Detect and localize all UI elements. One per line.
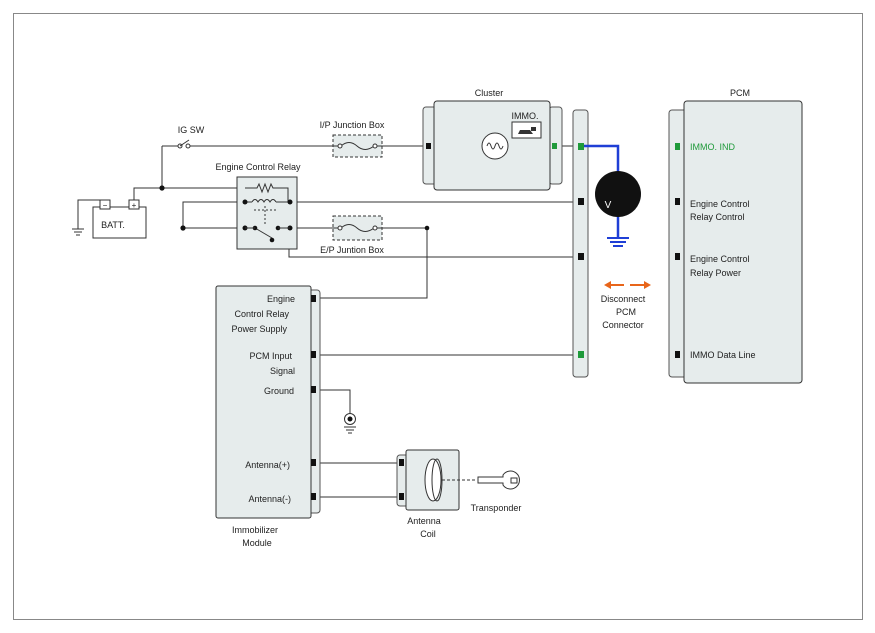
immobilizer-body [215,285,312,519]
ip-junction-box: I/P Junction Box [320,120,385,158]
pcm-pin-ecr-control-1: Engine Control [690,199,750,209]
cluster-label: Cluster [475,88,504,98]
cluster-immo-pin [552,143,557,149]
immobilizer-pin-ground: Ground [264,386,294,396]
engine-control-relay-label: Engine Control Relay [215,162,301,172]
transponder-chip-icon [510,477,518,484]
engine-control-relay: Engine Control Relay [215,162,301,250]
coil-icon [424,458,442,502]
immobilizer-module: Engine Control Relay Power Supply PCM In… [215,285,321,548]
transponder: Transponder [442,470,522,513]
resistor-icon [252,182,279,194]
battery-label: BATT. [101,220,125,230]
ip-junction-label: I/P Junction Box [320,120,385,130]
disconnect-indicator: Disconnect PCM Connector [601,281,651,330]
immobilizer-pin-antenna-plus: Antenna(+) [245,460,290,470]
pcm-connector-immo-pin [578,143,584,150]
switch-icon [179,139,190,147]
pcm-immo-ind-pin [675,143,680,150]
battery-plus-terminal [128,199,140,210]
battery-minus-label: − [103,201,108,210]
relay-coil-wire [182,201,245,228]
immobilizer-pin-ecr-supply-2: Control Relay [234,309,289,319]
voltmeter: V [584,144,641,247]
antenna-label-1: Antenna [407,516,441,526]
pcm-label: PCM [730,88,750,98]
pcm-body [683,100,803,384]
immobilizer-ground-wire [314,389,351,414]
pcm-pin-immo-ind: IMMO. IND [690,142,735,152]
immobilizer-power-wire [314,228,428,299]
antenna-coil: Antenna Coil [396,449,460,539]
fuse-icon [340,142,375,150]
car-icon [518,130,533,134]
immobilizer-pin-ecr-supply-3: Power Supply [231,324,287,334]
cluster: Cluster IMMO. [422,88,563,191]
ig-switch: IG SW [177,125,205,149]
voltmeter-icon [595,171,641,217]
pcm: PCM IMMO. IND Engine Control Relay Contr… [668,88,803,384]
pcm-pin-immo-data: IMMO Data Line [690,350,756,360]
battery-body [92,206,147,239]
ep-junction-box: E/P Juntion Box [320,215,384,255]
immobilizer-label-1: Immobilizer [232,525,278,535]
pcm-connector [572,109,589,378]
ig-sw-label: IG SW [178,125,205,135]
immobilizer-pin-antenna-minus: Antenna(-) [248,494,291,504]
fuse-icon [340,224,375,232]
immo-icon-label: IMMO. [512,111,539,121]
junction-dot [159,185,165,191]
antenna-label-2: Coil [420,529,436,539]
key-icon [531,127,536,131]
battery: − + BATT. [72,199,147,239]
disconnect-label-2: PCM [616,307,636,317]
relay-switch-icon [254,227,273,239]
immobilizer-pin-ecr-supply-1: Engine [267,294,295,304]
pcm-pin-ecr-control-2: Relay Control [690,212,745,222]
junction-dot [424,225,430,231]
immobilizer-ground-icon [344,413,356,434]
transponder-label: Transponder [471,503,522,513]
relay-coil-icon [251,199,277,203]
immobilizer-pin-pcm-input-2: Signal [270,366,295,376]
pcm-pin-ecr-power-2: Relay Power [690,268,741,278]
key-icon [477,470,520,490]
disconnect-label-1: Disconnect [601,294,646,304]
battery-ground-wire [77,199,105,229]
pcm-pin-ecr-power-1: Engine Control [690,254,750,264]
disconnect-label-3: Connector [602,320,644,330]
probe-wire [584,144,620,172]
junction-dot [180,225,186,231]
battery-minus-terminal [99,199,111,210]
battery-plus-label: + [132,201,137,210]
ep-junction-label: E/P Juntion Box [320,245,384,255]
immobilizer-label-2: Module [242,538,272,548]
battery-positive-wire [133,187,162,200]
immobilizer-pin-pcm-input-1: PCM Input [249,351,292,361]
voltmeter-label: V [605,200,612,211]
